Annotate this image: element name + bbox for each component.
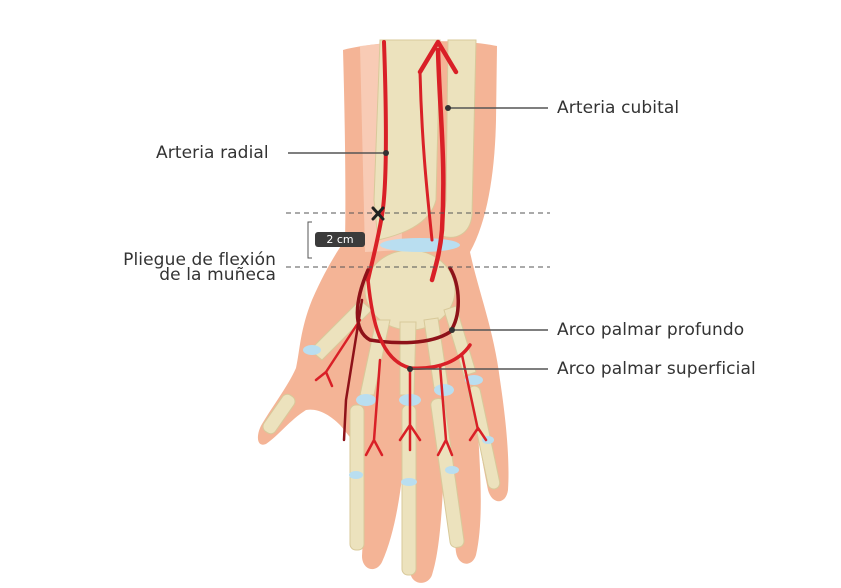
label-wrist-crease-line2: de la muñeca: [108, 268, 276, 283]
index-joint-2: [349, 471, 363, 479]
distance-badge: 2 cm: [315, 232, 365, 247]
wrist-cartilage: [380, 238, 460, 252]
leader-radial-dot: [383, 150, 389, 156]
label-radial-artery: Arteria radial: [156, 143, 269, 163]
label-superficial-palmar-arch: Arco palmar superficial: [557, 359, 756, 379]
carpal-bones: [365, 250, 455, 330]
label-wrist-crease: Pliegue de flexión de la muñeca: [108, 253, 276, 283]
leader-superficial-arch-dot: [407, 366, 413, 372]
distance-bracket: [308, 222, 312, 258]
ring-knuckle: [434, 384, 454, 396]
leader-ulnar-dot: [445, 105, 451, 111]
leader-deep-arch-dot: [449, 327, 455, 333]
label-deep-palmar-arch: Arco palmar profundo: [557, 320, 744, 340]
label-ulnar-artery: Arteria cubital: [557, 98, 679, 118]
ring-joint-2: [445, 466, 459, 474]
middle-joint-2: [401, 478, 417, 486]
index-knuckle: [356, 394, 376, 406]
bracket-line: [308, 222, 312, 258]
middle-metacarpal: [400, 322, 416, 395]
thumb-joint: [303, 345, 321, 355]
